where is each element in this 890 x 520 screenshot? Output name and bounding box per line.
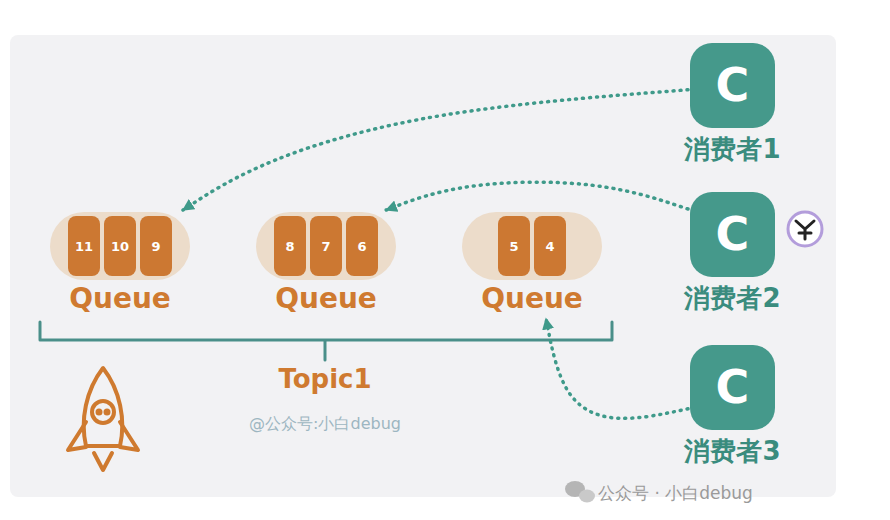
badge-glyph [796,221,814,239]
topic-label: Topic1 [225,364,425,394]
wechat-icon [565,481,595,503]
rocket-icon [68,368,138,470]
queue-box: Queue 8 7 6 [256,212,396,316]
consumer-box: C消费者1 [690,43,775,128]
watermark: 公众号 · 小白debug [598,482,828,505]
message-number: 10 [111,239,129,254]
message-number: 6 [357,239,366,254]
message-number: 5 [509,239,518,254]
message-box: 10 [104,216,136,276]
dotted-arrow [386,182,688,210]
consumer-letter: C [690,192,775,277]
message-number: 4 [545,239,554,254]
topic-bracket [40,322,612,360]
consumer-letter: C [690,43,775,128]
message-number: 7 [321,239,330,254]
consumer-letter: C [690,345,775,430]
rocket-fin [120,422,138,450]
queue-label: Queue [462,282,602,316]
queue-label: Queue [50,282,190,316]
message-box: 4 [534,216,566,276]
rocket-window [92,401,114,423]
message-number: 9 [151,239,160,254]
message-box: 8 [274,216,306,276]
dotted-arrow [183,90,688,210]
message-box: 11 [68,216,100,276]
rocket-fin [68,422,86,450]
rocket-body [84,368,123,446]
consumer-label: 消费者2 [660,283,805,314]
rocket-dot [98,411,101,414]
queue-pill [462,212,602,280]
message-number: 11 [75,239,93,254]
queue-box: Queue 5 4 [462,212,602,316]
rocket-flame [94,453,112,470]
background-panel [10,35,836,497]
wechat-bubble [579,490,595,503]
message-number: 8 [285,239,294,254]
consumer-label: 消费者1 [660,134,805,165]
badge-ring [788,212,822,246]
consumer-box: C消费者3 [690,345,775,430]
queue-label: Queue [256,282,396,316]
message-box: 6 [346,216,378,276]
rocket-dot [106,411,109,414]
queue-box: Queue 11 10 9 [50,212,190,316]
consumer-box: C消费者2 [690,192,775,277]
message-box: 5 [498,216,530,276]
message-box: 9 [140,216,172,276]
consumer-label: 消费者3 [660,436,805,467]
message-box: 7 [310,216,342,276]
dotted-arrow [546,319,688,419]
watermark: @公众号:小白debug [175,414,475,435]
badge-icon [788,212,822,246]
